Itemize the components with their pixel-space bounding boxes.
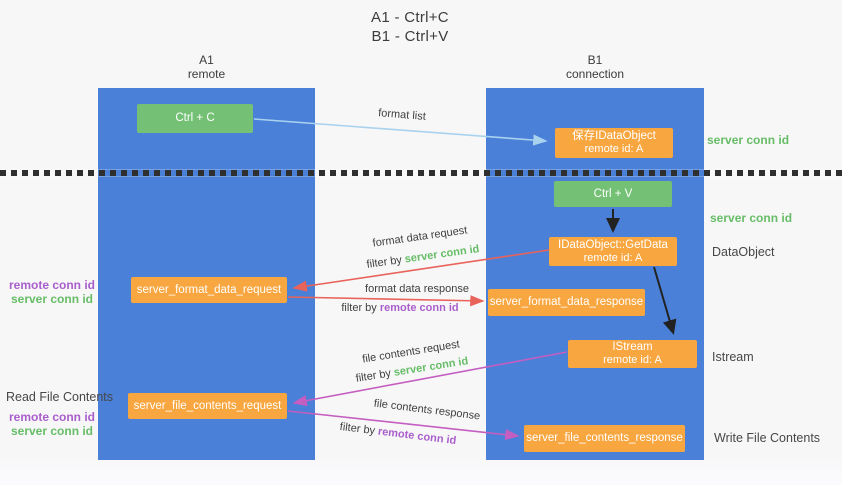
istream-line2: remote id: A xyxy=(603,354,662,366)
lane-b-name: B1 xyxy=(587,53,603,67)
node-server-format-data-request: server_format_data_request xyxy=(131,277,287,303)
left-conn-id-pair-2: remote conn id server conn id xyxy=(8,410,96,438)
side-label-remote-conn-id-2: remote conn id xyxy=(8,410,95,424)
filter-by-text: filter by xyxy=(341,302,377,314)
label-format-data-response: format data response xyxy=(365,283,469,295)
diagram-title: A1 - Ctrl+C B1 - Ctrl+V xyxy=(310,8,510,46)
side-label-server-conn-id-2: server conn id xyxy=(10,424,94,438)
remote-conn-id-text: remote conn id xyxy=(377,425,457,448)
label-file-contents-response: file contents response xyxy=(373,397,481,423)
machine-boundary-dotted-line xyxy=(0,170,842,176)
side-label-istream: Istream xyxy=(712,350,754,364)
left-conn-id-pair-1: remote conn id server conn id xyxy=(8,278,96,306)
save-idataobject-line1: 保存IDataObject xyxy=(572,130,656,142)
server-file-contents-response-label: server_file_contents_response xyxy=(526,432,683,444)
side-label-dataobject: DataObject xyxy=(712,245,775,259)
side-label-remote-conn-id-1: remote conn id xyxy=(8,278,95,292)
title-line-1: A1 - Ctrl+C xyxy=(371,9,449,26)
lane-a-subtitle: remote xyxy=(187,67,226,81)
save-idataobject-line2: remote id: A xyxy=(584,143,644,155)
lane-b-subtitle: connection xyxy=(565,67,625,81)
node-server-format-data-response: server_format_data_response xyxy=(488,289,645,316)
side-label-server-conn-id-1: server conn id xyxy=(10,292,94,306)
remote-conn-id-text: remote conn id xyxy=(379,302,459,314)
server-format-data-response-label: server_format_data_response xyxy=(489,296,644,308)
server-file-contents-request-label: server_file_contents_request xyxy=(133,399,282,412)
lane-a-name: A1 xyxy=(199,53,214,67)
filter-by-text: filter by xyxy=(365,254,403,271)
server-format-data-request-label: server_format_data_request xyxy=(136,283,282,296)
ctrl-c-label: Ctrl + C xyxy=(175,112,215,124)
lane-a-header: A1 remote xyxy=(98,53,315,81)
filter-by-text: filter by xyxy=(354,367,392,385)
filter-by-text: filter by xyxy=(339,420,376,438)
getdata-line1: IDataObject::GetData xyxy=(558,238,668,251)
node-server-file-contents-response: server_file_contents_response xyxy=(524,425,685,452)
side-label-write-file-contents: Write File Contents xyxy=(714,431,821,445)
node-ctrl-c: Ctrl + C xyxy=(137,104,253,133)
node-ctrl-v: Ctrl + V xyxy=(554,181,672,207)
side-label-server-conn-id-top: server conn id xyxy=(707,133,790,147)
istream-line1: IStream xyxy=(612,341,653,353)
server-conn-id-text: server conn id xyxy=(403,243,481,266)
node-server-file-contents-request: server_file_contents_request xyxy=(128,393,287,419)
node-istream: IStream remote id: A xyxy=(568,340,697,368)
node-idataobject-getdata: IDataObject::GetData remote id: A xyxy=(549,237,677,266)
arrow-format-data-response xyxy=(287,295,485,307)
label-format-list: format list xyxy=(377,107,427,123)
lane-b-header: B1 connection xyxy=(486,53,704,81)
title-line-2: B1 - Ctrl+V xyxy=(371,28,449,45)
ctrl-v-label: Ctrl + V xyxy=(593,187,633,200)
getdata-line2: remote id: A xyxy=(583,251,643,264)
side-label-read-file-contents: Read File Contents xyxy=(6,390,114,404)
node-save-idataobject: 保存IDataObject remote id: A xyxy=(555,128,673,158)
side-label-server-conn-id-mid: server conn id xyxy=(710,211,793,225)
